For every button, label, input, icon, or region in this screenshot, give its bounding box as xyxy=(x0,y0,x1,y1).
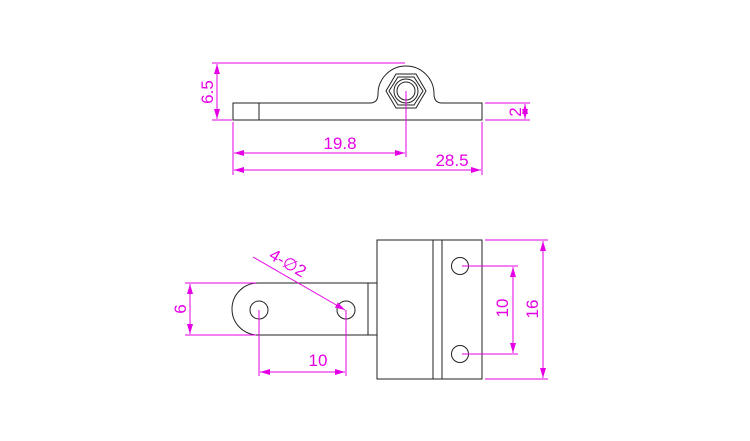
hinge-leaf-outline xyxy=(376,239,483,380)
dim-text-leaf-height: 16 xyxy=(523,300,542,319)
hinge-leaf-side-outline xyxy=(232,65,483,121)
hex-nut-inner xyxy=(388,76,424,106)
dim-text-overall-length: 28.5 xyxy=(435,151,468,170)
hex-nut-icon xyxy=(385,73,427,109)
dim-text-arm-width: 6 xyxy=(171,304,190,313)
dim-text-hole-spacing-arm: 10 xyxy=(309,351,328,370)
dim-text-height-total: 6.5 xyxy=(198,80,217,104)
side-view: 6.5 2 19.8 28.5 xyxy=(198,62,530,175)
hole-callout-leader xyxy=(252,256,346,311)
dim-text-pivot-offset: 19.8 xyxy=(323,134,356,153)
hole-callout-text: 4-∅2 xyxy=(266,245,310,281)
plan-view: 6 10 10 16 4-∅2 xyxy=(171,239,548,380)
dim-text-hole-spacing-leaf: 10 xyxy=(493,299,512,318)
dim-text-thickness: 2 xyxy=(506,107,525,116)
hinge-arm-outline xyxy=(231,282,377,336)
